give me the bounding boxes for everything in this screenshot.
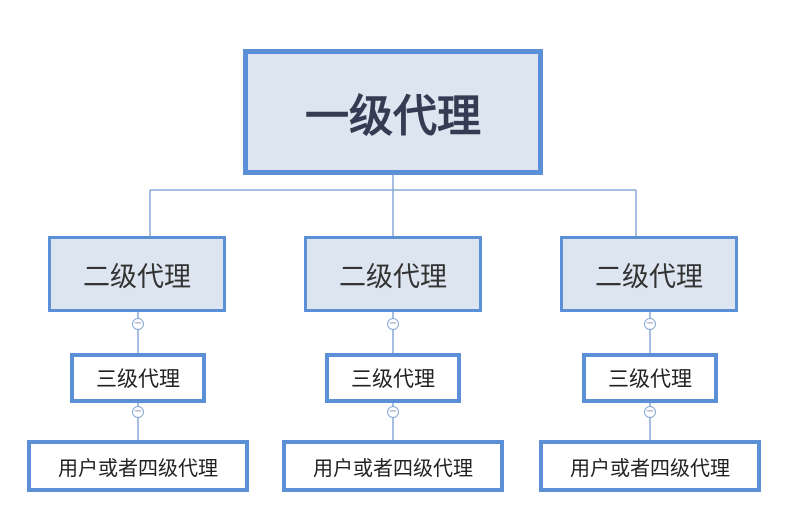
level2-node-center[interactable]: 二级代理: [304, 236, 482, 312]
collapse-minus-icon[interactable]: −: [644, 406, 656, 418]
level3-node-right[interactable]: 三级代理: [582, 353, 718, 403]
level2-node-left[interactable]: 二级代理: [48, 236, 226, 312]
collapse-minus-icon[interactable]: −: [644, 318, 656, 330]
level3-node-center[interactable]: 三级代理: [325, 353, 461, 403]
level2-node-right[interactable]: 二级代理: [560, 236, 738, 312]
level3-node-left[interactable]: 三级代理: [70, 353, 206, 403]
level4-node-center[interactable]: 用户或者四级代理: [282, 440, 504, 492]
collapse-minus-icon[interactable]: −: [132, 406, 144, 418]
level4-node-right[interactable]: 用户或者四级代理: [539, 440, 761, 492]
collapse-minus-icon[interactable]: −: [387, 318, 399, 330]
collapse-minus-icon[interactable]: −: [387, 406, 399, 418]
root-node[interactable]: 一级代理: [243, 49, 543, 175]
level4-node-left[interactable]: 用户或者四级代理: [27, 440, 249, 492]
collapse-minus-icon[interactable]: −: [132, 318, 144, 330]
